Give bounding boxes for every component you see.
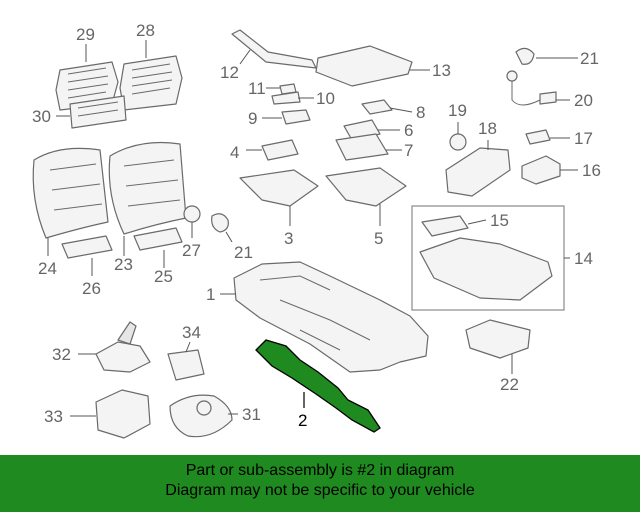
banner-line-1: Part or sub-assembly is #2 in diagram [185,462,455,479]
part-17-bracket [525,129,551,145]
callout-1: 1 [206,285,215,304]
part-15-insert [421,215,469,237]
callout-25: 25 [154,267,173,286]
part-33-shift-housing [95,389,151,439]
part-3-tray [239,169,319,207]
part-9-bracket [281,109,311,125]
callout-27: 27 [182,241,201,260]
part-27-knob [183,205,201,223]
callout-4: 4 [230,143,239,162]
callout-14: 14 [574,249,593,268]
callout-6: 6 [404,121,413,140]
part-22-bracket [465,319,531,359]
part-32-shift-boot [95,321,151,373]
callout-31: 31 [242,405,261,424]
part-28-air-vent [119,55,183,111]
part-26-mat [61,235,113,259]
part-12-trim-strip [231,29,317,69]
info-banner: Part or sub-assembly is #2 in diagram Di… [0,455,640,512]
callout-34: 34 [182,323,201,342]
part-24-side-panel [32,147,109,239]
callout-7: 7 [404,141,413,160]
part-31-controller [169,394,233,438]
part-25-mat [133,227,183,251]
part-20-harness [506,70,557,106]
callout-13: 13 [432,61,451,80]
part-7-frame [335,133,389,161]
part-21-plug [515,47,535,65]
callout-11: 11 [248,79,266,98]
part-18-storage [445,147,511,197]
part-30-control-panel [69,95,127,129]
part-8-trim [361,99,393,115]
part-16-holder [521,155,561,185]
leader-lines [47,40,578,417]
callout-30: 30 [32,107,51,126]
callout-28: 28 [136,21,155,40]
callout-9: 9 [248,109,257,128]
callout-2-highlighted: 2 [298,411,307,430]
parts-diagram: 29 28 30 24 23 26 25 27 21 12 13 11 10 9… [32,21,601,439]
callout-21-lower: 21 [234,243,253,262]
part-10-bracket [271,91,301,105]
banner-line-2: Diagram may not be specific to your vehi… [165,482,475,499]
callout-26: 26 [82,279,101,298]
callout-23: 23 [114,255,133,274]
callout-29: 29 [76,25,95,44]
part-2-console-trim-highlighted [255,339,381,433]
part-34-switch [167,349,205,381]
callout-22: 22 [500,375,519,394]
callout-8: 8 [416,103,425,122]
part-21-clip [211,213,229,233]
callout-18: 18 [478,119,497,138]
callout-32: 32 [52,345,71,364]
callout-17: 17 [574,129,593,148]
callout-10: 10 [316,89,335,108]
callout-24: 24 [38,259,57,278]
callout-20: 20 [574,91,593,110]
callout-15: 15 [490,211,509,230]
callout-5: 5 [374,229,383,248]
part-13-armrest-lid [315,45,413,87]
callout-33: 33 [44,407,63,426]
part-23-side-panel [108,141,187,235]
part-19-button [449,133,467,151]
callout-12: 12 [220,63,239,82]
part-1-center-console [233,261,429,373]
callout-21-upper: 21 [580,49,599,68]
part-4-mat [261,139,299,161]
callout-19: 19 [448,101,467,120]
part-5-tray [325,167,407,207]
callout-16: 16 [582,161,601,180]
part-14-center-trim [419,237,553,301]
callout-3: 3 [284,229,293,248]
